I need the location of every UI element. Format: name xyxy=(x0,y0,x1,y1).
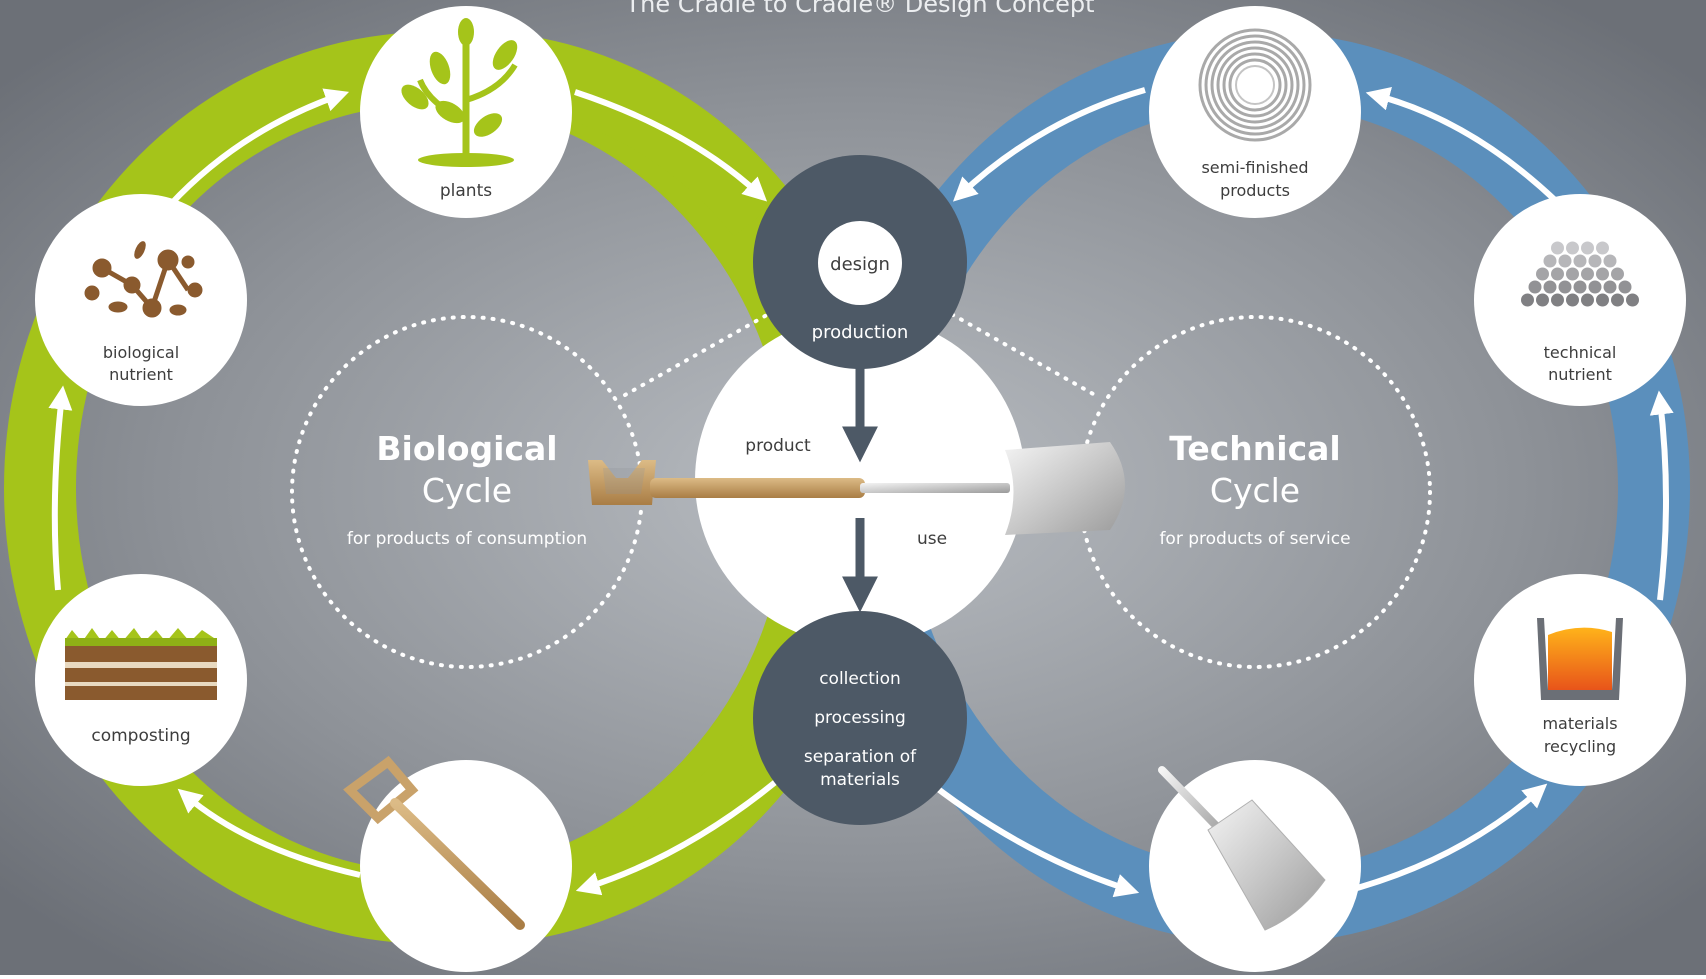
diagram-title: The Cradle to Cradle® Design Concept xyxy=(625,0,1095,18)
sphere xyxy=(1543,254,1557,268)
sphere xyxy=(1596,241,1609,255)
biological-cycle-subtitle: Cycle xyxy=(422,471,512,510)
technical-cycle-caption: for products of service xyxy=(1159,529,1350,549)
spade-icon xyxy=(588,442,1125,535)
sphere xyxy=(1611,293,1624,307)
molecule-icon xyxy=(84,241,203,318)
materials-recycling-label-line1: materials xyxy=(1542,714,1617,733)
semi-finished-label-line2: products xyxy=(1220,181,1290,200)
flow-arrow-tech-1 xyxy=(952,87,1146,202)
sphere xyxy=(1603,254,1617,268)
separation-label-line1: separation of xyxy=(804,747,917,767)
node-semi-finished-products: semi-finished products xyxy=(1149,6,1361,218)
node-materials-recycling: materials recycling xyxy=(1474,574,1686,786)
sphere xyxy=(1536,293,1549,307)
separation-label-line2: materials xyxy=(820,770,900,790)
sphere xyxy=(1573,254,1587,268)
sphere xyxy=(1528,280,1542,294)
biological-cycle-caption: for products of consumption xyxy=(347,529,587,549)
soil-layers-icon xyxy=(65,628,217,700)
semi-finished-label-line1: semi-finished xyxy=(1201,158,1308,177)
technical-nutrient-label-line1: technical xyxy=(1544,343,1617,362)
sphere xyxy=(1543,280,1557,294)
sphere xyxy=(1611,267,1624,281)
sphere xyxy=(1588,254,1602,268)
node-technical-nutrient: technical nutrient xyxy=(1474,194,1686,406)
flow-arrow-tech-3 xyxy=(1649,390,1674,601)
sphere xyxy=(1596,267,1609,281)
biological-nutrient-label-line1: biological xyxy=(103,343,179,362)
node-biological-nutrient: biological nutrient xyxy=(35,194,247,406)
node-plants: plants xyxy=(360,6,572,218)
sphere xyxy=(1581,293,1594,307)
node-composting: composting xyxy=(35,574,247,786)
sphere xyxy=(1596,293,1609,307)
sphere xyxy=(1551,267,1564,281)
processing-label: processing xyxy=(814,708,906,728)
sphere xyxy=(1566,241,1579,255)
flow-arrow-bio-4 xyxy=(177,788,361,878)
flow-arrow-tech-2 xyxy=(1365,87,1558,203)
sphere xyxy=(1566,267,1579,281)
design-circle xyxy=(818,221,902,305)
spade-blade-icon xyxy=(1158,766,1326,931)
sphere xyxy=(1581,267,1594,281)
sphere xyxy=(1551,293,1564,307)
sphere xyxy=(1551,241,1564,255)
sphere xyxy=(1521,293,1534,307)
molten-crucible-icon xyxy=(1537,618,1623,700)
flow-arrow-bio-1 xyxy=(167,88,350,208)
sphere xyxy=(1581,241,1594,255)
sphere xyxy=(1626,293,1639,307)
sphere xyxy=(1558,280,1572,294)
sphere xyxy=(1566,293,1579,307)
sphere xyxy=(1603,280,1617,294)
biological-nutrient-label-line2: nutrient xyxy=(109,365,173,384)
technical-cycle-title: Technical xyxy=(1169,429,1341,468)
materials-recycling-label-line2: recycling xyxy=(1544,737,1616,756)
flow-arrow-tech-5 xyxy=(918,772,1140,898)
flow-arrow-tech-4 xyxy=(1349,783,1548,893)
flow-arrow-bio-3 xyxy=(48,385,73,591)
sphere xyxy=(1618,280,1632,294)
product-label: product xyxy=(745,436,811,456)
collection-hub xyxy=(753,611,967,825)
plant-sprout-icon xyxy=(401,18,518,167)
stacked-spheres-icon xyxy=(1521,241,1639,307)
sphere xyxy=(1536,267,1549,281)
flow-arrow-bio-2 xyxy=(574,89,768,202)
technical-nutrient-label-line2: nutrient xyxy=(1548,365,1612,384)
sphere xyxy=(1558,254,1572,268)
dotted-connector-left xyxy=(623,283,822,397)
technical-cycle-subtitle: Cycle xyxy=(1210,471,1300,510)
node-bio-product-end xyxy=(343,755,572,972)
sphere xyxy=(1573,280,1587,294)
plants-label: plants xyxy=(440,181,492,201)
collection-label: collection xyxy=(819,669,901,689)
production-label: production xyxy=(812,322,909,343)
sphere xyxy=(1588,280,1602,294)
biological-cycle-title: Biological xyxy=(376,429,557,468)
dotted-connector-right xyxy=(898,283,1097,397)
node-tech-product-end xyxy=(1149,760,1361,972)
spade-handle-icon xyxy=(343,755,525,930)
coil-icon xyxy=(1198,28,1312,142)
design-label: design xyxy=(830,254,890,275)
flow-arrow-bio-5 xyxy=(575,767,792,896)
use-label: use xyxy=(917,529,947,549)
composting-label: composting xyxy=(91,726,190,746)
